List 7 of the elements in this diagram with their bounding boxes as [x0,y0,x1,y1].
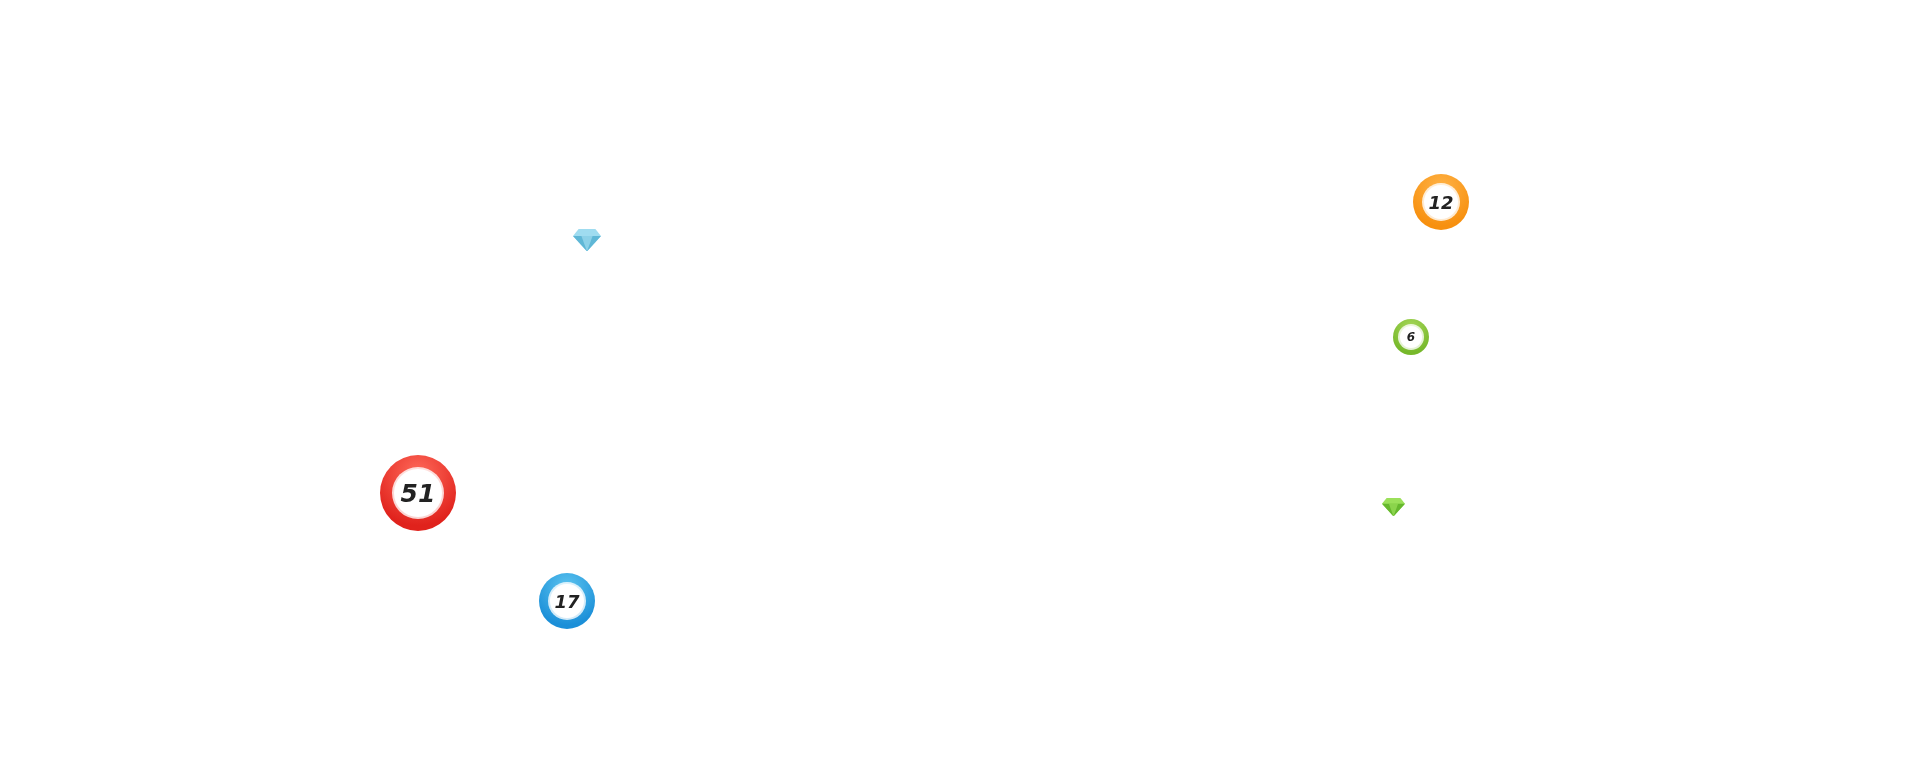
bingo-ball [539,573,595,629]
ball-number: 12 [1428,191,1454,213]
ball-number: 17 [554,590,580,612]
ball-number: 51 [400,478,436,508]
bingo-ball [1393,319,1429,355]
ball-number: 6 [1406,330,1416,344]
bingo-ball [1413,174,1469,230]
